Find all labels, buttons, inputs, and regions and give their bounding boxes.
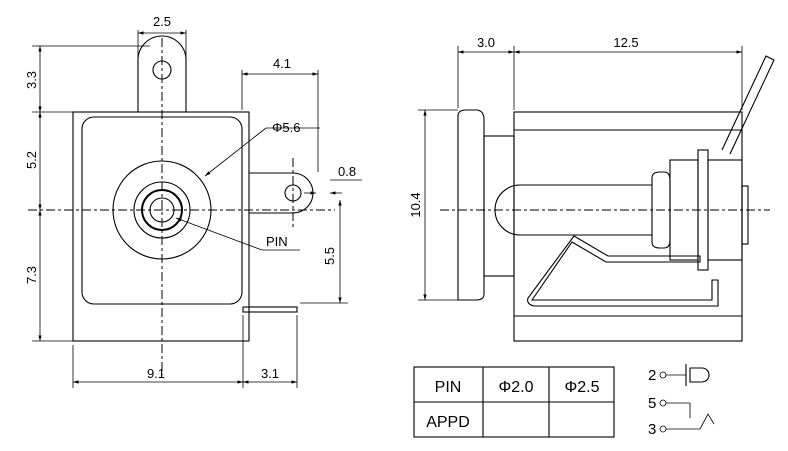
spring-contact [527, 235, 719, 307]
dim-side-tab: 4.1 [273, 56, 291, 71]
front-view: 2.5 3.3 5.2 7.3 4.1 Φ5.6 0.8 PIN 5.5 [24, 14, 362, 388]
dim-height: 10.4 [408, 192, 423, 217]
dim-tab-height: 3.3 [24, 71, 39, 89]
pin-label: PIN [266, 234, 288, 249]
dim-tab-hole: 0.8 [338, 164, 356, 179]
dim-lower: 7.3 [24, 266, 39, 284]
side-tab-outline [249, 172, 314, 214]
body-outer [72, 111, 250, 342]
pin-schematic: 2 5 3 [648, 364, 715, 438]
table-row-label: APPD [426, 414, 470, 431]
pin-2-label: 2 [648, 367, 656, 384]
table-header-pin: PIN [435, 379, 462, 396]
dim-upper: 5.2 [24, 151, 39, 169]
table-header-2-5: Φ2.5 [564, 379, 599, 396]
top-lever [721, 55, 775, 155]
dim-side-offset: 5.5 [322, 247, 337, 265]
bottom-tab [242, 306, 298, 313]
table-header-2-0: Φ2.0 [498, 379, 533, 396]
dim-flange: 3.0 [477, 35, 495, 50]
pin-5-label: 5 [648, 395, 656, 412]
dim-width: 9.1 [147, 366, 165, 381]
dim-hole-diameter: Φ5.6 [272, 120, 300, 135]
top-tab-outline [137, 35, 187, 112]
flange [457, 109, 485, 301]
dim-tab-width: 2.5 [153, 14, 171, 29]
dim-right-tab: 3.1 [261, 366, 279, 381]
pin-3-label: 3 [648, 421, 656, 438]
neck [483, 135, 515, 277]
dim-length: 12.5 [613, 35, 638, 50]
pin-table: PIN Φ2.0 Φ2.5 APPD [413, 366, 615, 438]
side-view: 3.0 12.5 10.4 [408, 35, 775, 342]
